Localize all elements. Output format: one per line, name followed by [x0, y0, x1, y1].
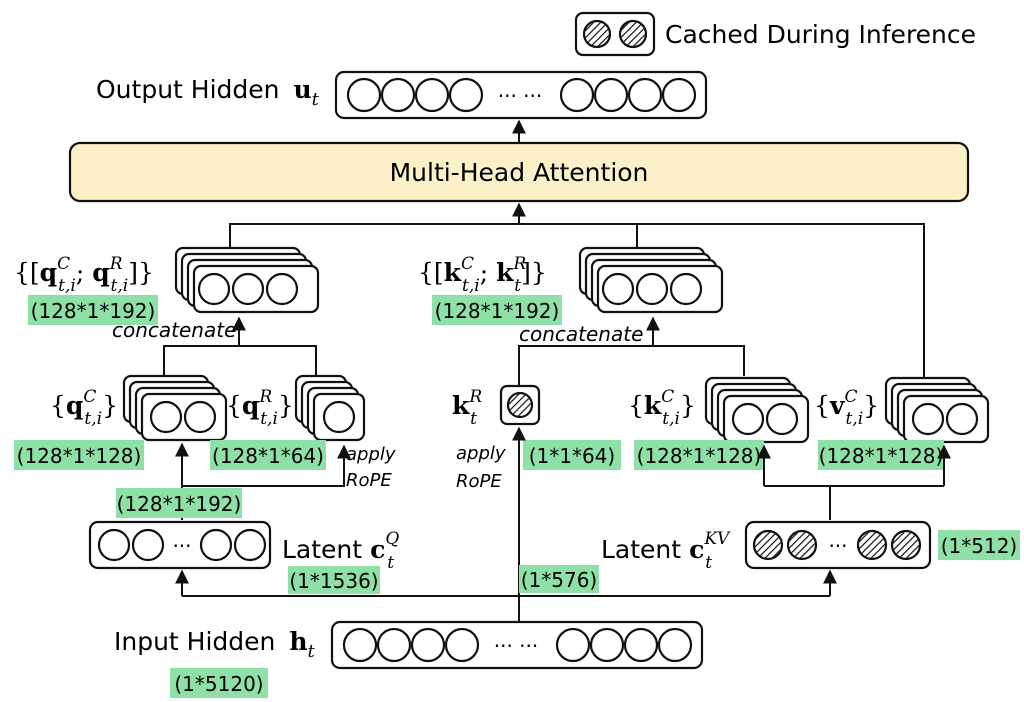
dims-badge [288, 566, 380, 594]
vector-cell [346, 77, 382, 113]
vector-cell [342, 627, 378, 663]
input-hidden-label: Input Hidden ht [114, 627, 316, 662]
dims-badge [519, 565, 599, 593]
ellipsis: ··· ··· [498, 84, 543, 108]
vector-cell [559, 77, 595, 113]
dims-badge [28, 295, 158, 325]
cached-cell-icon [618, 19, 648, 49]
connector [229, 223, 925, 392]
dims-badge [818, 440, 944, 470]
cached-cell-icon [786, 529, 818, 561]
kc-stack [704, 376, 810, 444]
connector [163, 345, 317, 376]
vector-cell [657, 627, 693, 663]
dims-label: (128*1*192) [117, 492, 242, 516]
dims-label: (1*576) [521, 568, 598, 592]
vector-cell [589, 627, 625, 663]
attention-box [68, 141, 970, 203]
arrow [182, 444, 351, 487]
dims-label: (128*1*192) [31, 299, 156, 323]
dims-label: (128*1*128) [637, 444, 762, 468]
cached-cell-icon [890, 529, 922, 561]
qc-stack [122, 374, 228, 442]
k-concat-stack [578, 246, 724, 314]
dims-label: (1*512) [941, 534, 1018, 558]
dims-badge [938, 530, 1020, 560]
vector-cell [555, 627, 591, 663]
dims-label: (128*1*192) [435, 299, 560, 323]
vector-cell [444, 627, 480, 663]
dims-badge [210, 440, 326, 470]
dims-label: (128*1*64) [212, 444, 324, 468]
vector-cell [376, 627, 412, 663]
concatenate-label: concatenate [519, 322, 643, 346]
vector-cell [410, 627, 446, 663]
dims-badge [170, 668, 268, 698]
ellipsis: ··· [828, 534, 847, 558]
apply-rope-label: apply [346, 444, 396, 465]
legend: Cached During Inference [574, 11, 976, 57]
multi-head-attention-block: Multi-Head Attention [68, 141, 970, 203]
vector-cell [380, 77, 416, 113]
output-hidden: Output Hidden ut ··· ··· [96, 70, 708, 120]
vector-cell [627, 77, 663, 113]
attention-label: Multi-Head Attention [390, 158, 649, 187]
q-concat-stack [174, 246, 320, 314]
vc-stack [884, 376, 990, 444]
latent-kv-vector: ··· [744, 520, 932, 570]
cached-cell-icon [856, 529, 888, 561]
apply-rope-label: RoPE [456, 471, 502, 492]
qr-stack [294, 374, 366, 442]
vector-cell [661, 77, 697, 113]
dims-badge [523, 440, 621, 470]
output-hidden-label: Output Hidden ut [96, 75, 320, 110]
kr-cell [499, 384, 541, 426]
apply-rope-label: RoPE [346, 470, 392, 491]
dims-badge [116, 488, 242, 518]
vector-cell [623, 627, 659, 663]
dims-label: (1*1536) [289, 569, 378, 593]
cached-cell-icon [506, 391, 534, 419]
connector [518, 345, 745, 385]
legend-label: Cached During Inference [665, 20, 976, 49]
dims-label: (1*5120) [174, 672, 263, 696]
cached-cell-icon [752, 529, 784, 561]
ellipsis: ··· ··· [494, 634, 539, 658]
latent-q-vector: ··· [88, 520, 272, 570]
ellipsis: ··· [172, 534, 191, 558]
apply-rope-label: apply [456, 443, 506, 464]
cached-cell-icon [582, 19, 612, 49]
dims-label: (128*1*128) [819, 444, 944, 468]
dims-badge [432, 295, 562, 325]
vector-cell [448, 77, 484, 113]
vector-cell [593, 77, 629, 113]
dims-badge [634, 440, 764, 470]
concatenate-label: concatenate [112, 318, 236, 342]
dims-badge [14, 440, 144, 470]
dims-label: (1*1*64) [529, 444, 616, 468]
input-hidden: Input Hidden ht ··· ··· (1*5120) [114, 620, 704, 698]
vector-cell [414, 77, 450, 113]
dims-label: (128*1*128) [17, 444, 142, 468]
